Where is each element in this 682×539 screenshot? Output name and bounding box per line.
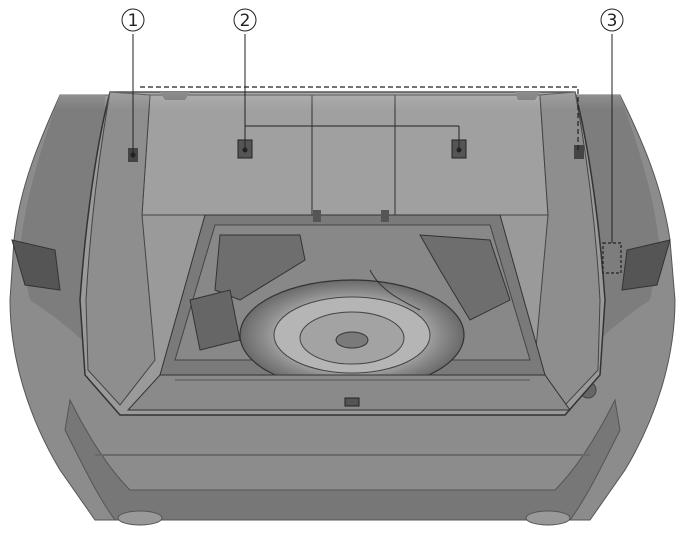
callout-1: 1 bbox=[121, 8, 145, 158]
scuff-plate bbox=[126, 374, 571, 411]
spare-tire bbox=[239, 269, 465, 391]
side-trim bbox=[85, 91, 601, 406]
cargo-cover-outline bbox=[140, 86, 579, 150]
rear-seatbacks bbox=[141, 92, 549, 216]
spare-tire-hub bbox=[335, 331, 369, 349]
callout-2: 2 bbox=[233, 8, 462, 153]
callout-3: 3 bbox=[600, 8, 624, 243]
callout-1-label: 1 bbox=[128, 11, 139, 31]
latch-striker bbox=[344, 397, 360, 407]
tail-light-left bbox=[11, 239, 61, 291]
tail-light-right bbox=[621, 239, 671, 291]
cargo-hook-right bbox=[574, 145, 584, 159]
callout-3-label: 3 bbox=[607, 11, 618, 31]
callout-2-label: 2 bbox=[240, 11, 251, 31]
callout-3-target-box bbox=[602, 242, 622, 274]
